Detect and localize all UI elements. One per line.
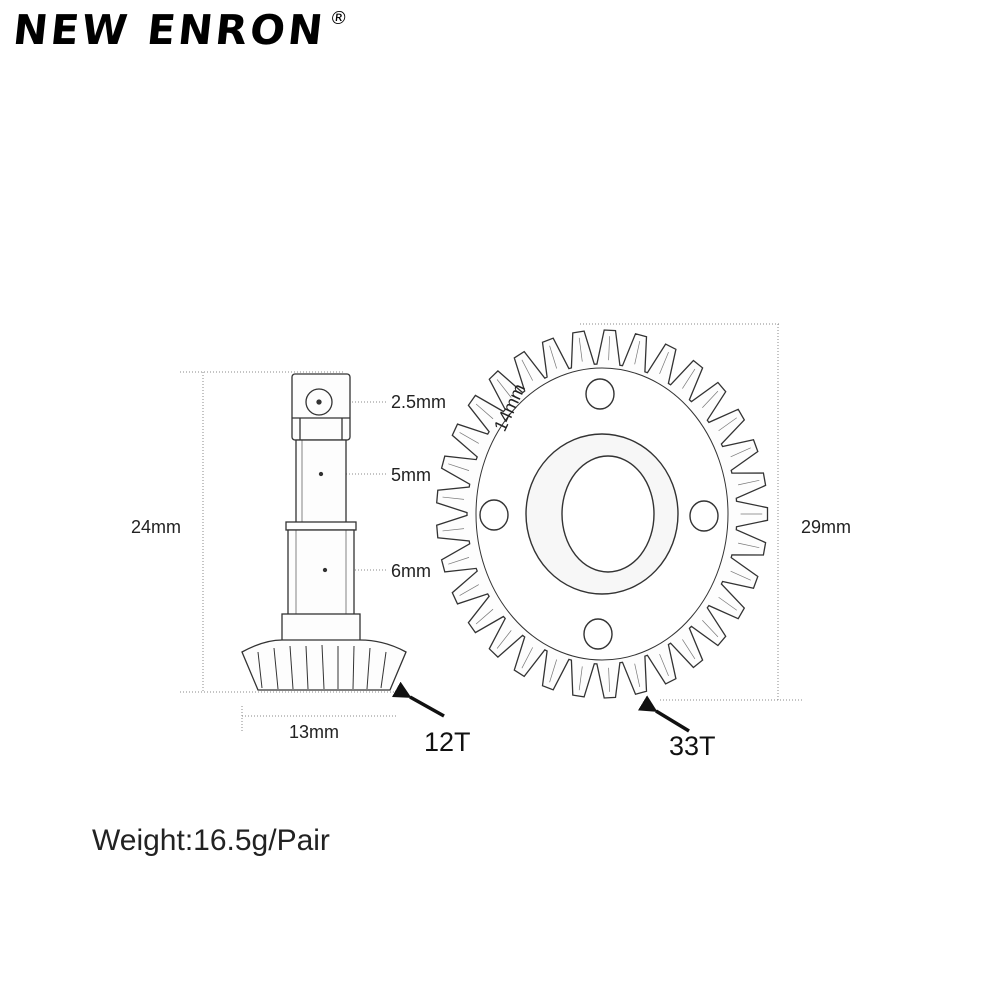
ring-gear [436, 329, 769, 699]
ring-gear-bolt-hole [689, 500, 719, 532]
pinion-shaft-lower-label: 6mm [391, 561, 431, 581]
ring-gear-tooth-shade [718, 596, 737, 611]
ring-gear-tooth-shade [496, 379, 512, 398]
ring-gear-tooth-shade [730, 447, 751, 458]
ring-gear-tooth-shade [578, 337, 583, 362]
pinion-gear [241, 373, 407, 691]
ring-gear-tooth-shade [738, 479, 760, 486]
ring-gear-tooth-shade [442, 496, 465, 500]
ring-gear-tooth-shade [549, 345, 558, 369]
ring-gear-teeth-label: 33T [669, 731, 716, 761]
teeth-arrows [391, 681, 690, 733]
ring-gear-tooth-shade [634, 663, 641, 688]
ring-gear-tooth-shade [702, 620, 719, 638]
ring-gear-bore [561, 455, 655, 573]
pinion-dimension-lines [180, 371, 400, 733]
ring-gear-diameter-label: 29mm [801, 517, 852, 537]
ring-gear-tooth-shade [659, 351, 669, 375]
ring-gear-tooth-shade [475, 608, 494, 625]
ring-gear-tooth-shade [608, 336, 610, 361]
ring-gear-tooth-shade [718, 417, 737, 432]
ring-gear-tooth-shade [459, 432, 479, 444]
ring-gear-tooth-shade [738, 542, 760, 549]
ring-gear-bolt-hole [479, 499, 509, 531]
ring-gear-tooth-shade [549, 659, 558, 683]
ring-gear-bolt-hole [583, 618, 613, 650]
pinion-teeth-label: 12T [424, 727, 471, 757]
ring-gear-tooth-shade [459, 584, 479, 596]
ring-gear-tooth-shade [682, 368, 696, 389]
pinion-shaft-upper-label: 5mm [391, 465, 431, 485]
pinion-width-label: 13mm [289, 722, 340, 742]
pinion-hole-label: 2.5mm [391, 392, 447, 412]
ring-gear-tooth-shade [730, 570, 751, 581]
weight-label: Weight:16.5g/Pair [92, 824, 330, 857]
ring-gear-tooth-shade [475, 403, 494, 420]
ring-gear-tooth-shade [448, 463, 470, 471]
ring-gear-bolt-hole [585, 378, 615, 410]
ring-gear-tooth-shade [634, 340, 641, 365]
ring-gear-tooth-shade [659, 653, 669, 677]
pinion-height-label: 24mm [131, 517, 182, 537]
ring-gear-tooth-shade [521, 359, 534, 381]
ring-gear-tooth-shade [496, 630, 512, 649]
ring-gear-tooth-shade [682, 639, 696, 660]
ring-gear-tooth-shade [608, 667, 610, 692]
ring-gear-tooth-shade [578, 666, 583, 691]
ring-gear-tooth-shade [702, 390, 719, 408]
ring-gear-tooth-shade [521, 647, 534, 669]
ring-gear-dimension-lines [477, 323, 804, 701]
ring-gear-tooth-shade [448, 557, 470, 565]
ring-gear-tooth-shade [442, 528, 465, 532]
